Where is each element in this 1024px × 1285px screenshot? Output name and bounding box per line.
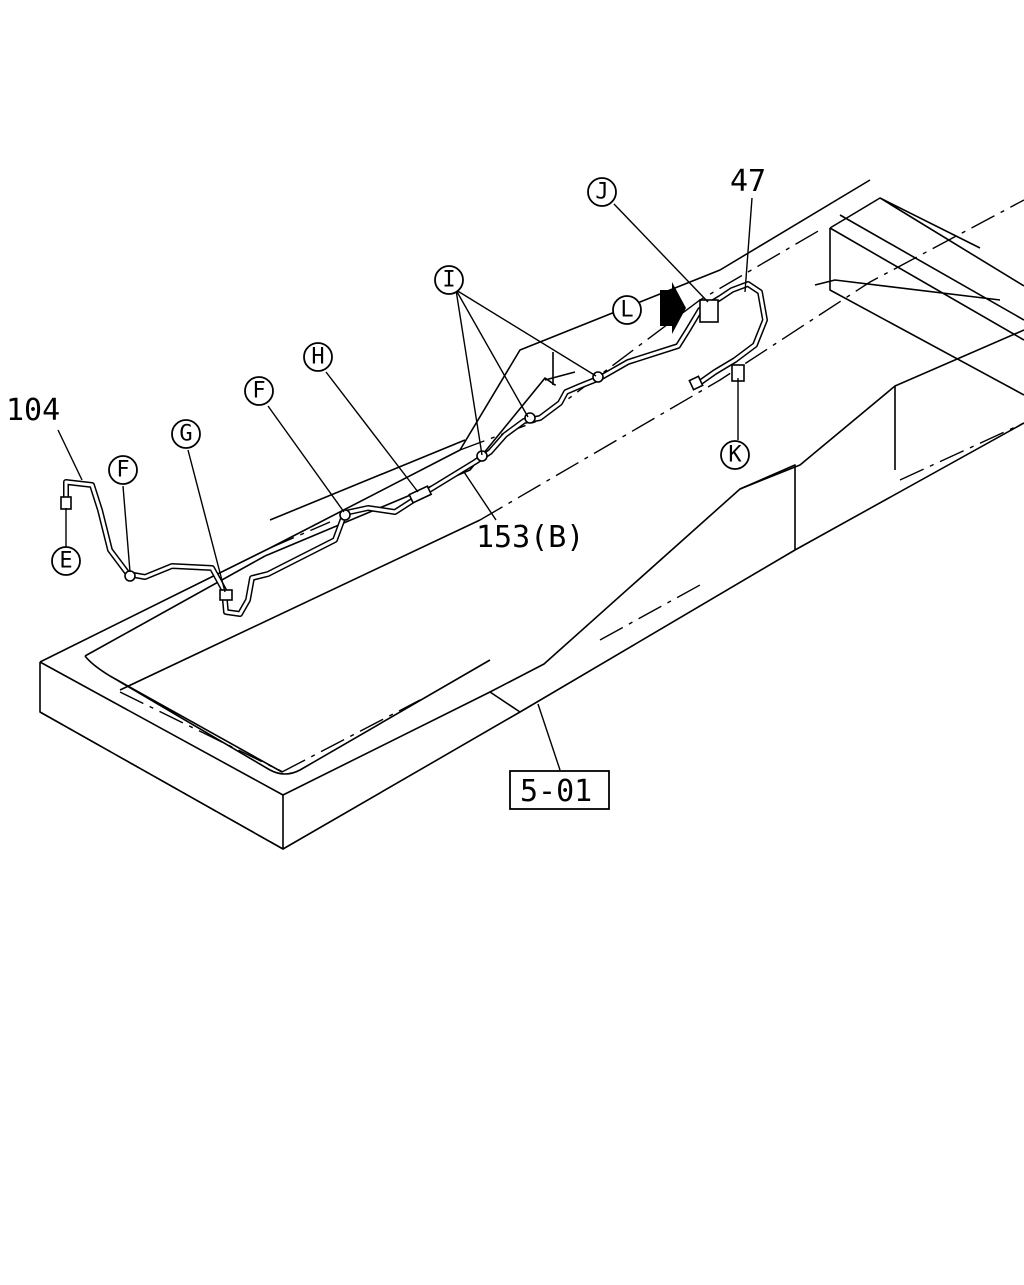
bubble-f-left-label: F xyxy=(116,458,129,483)
bubble-l-circle xyxy=(612,295,642,325)
pipe-end-fitting-e xyxy=(60,496,72,510)
bubble-j-label: J xyxy=(595,180,608,205)
bubble-f-mid-circle xyxy=(244,376,274,406)
brake-pipe xyxy=(60,281,768,617)
connector-h xyxy=(408,485,433,504)
callout-104: 104 xyxy=(6,393,60,428)
frame-hidden-line-3 xyxy=(269,229,821,549)
bubble-i-label: I xyxy=(442,268,455,293)
frame-upper-flange-inner xyxy=(264,377,556,557)
leader-5-01 xyxy=(537,703,561,771)
bubble-g-label: G xyxy=(179,422,192,447)
bubble-i: I xyxy=(434,265,464,295)
bubble-j-circle xyxy=(587,177,617,207)
brake-pipe-outline xyxy=(63,281,768,617)
clip-i-3 xyxy=(592,371,604,383)
bubble-f-left-circle xyxy=(108,455,138,485)
frame-hidden-line-2 xyxy=(281,199,1024,773)
clip-f-mid xyxy=(339,509,351,521)
bracket-j xyxy=(699,299,719,323)
leader-g xyxy=(187,449,226,593)
ref-box-border xyxy=(509,770,610,810)
frame-front-top-edge xyxy=(39,661,284,796)
leader-i xyxy=(455,289,597,456)
bubble-e: E xyxy=(51,546,81,576)
bubble-f-mid-label: F xyxy=(252,379,265,404)
frame-upper-flange xyxy=(269,179,871,549)
frame-rear-step xyxy=(544,352,576,385)
frame-front-inner-flange xyxy=(39,547,491,775)
frame-break-lines xyxy=(489,386,896,713)
bubble-l: L xyxy=(612,295,642,325)
clip-g xyxy=(219,589,233,601)
clip-f-left xyxy=(124,570,136,582)
bubble-l-label: L xyxy=(620,298,633,323)
front-direction-arrow xyxy=(660,282,686,334)
bubble-k-label: K xyxy=(728,443,742,468)
ref-box-5-01: 5-01 xyxy=(509,770,610,810)
bubble-h-circle xyxy=(303,342,333,372)
leader-j xyxy=(613,203,709,303)
ref-box-label: 5-01 xyxy=(520,774,592,809)
bubble-e-circle xyxy=(51,546,81,576)
frame-front-inner-flange-2 xyxy=(84,519,481,691)
leader-153b xyxy=(463,471,497,521)
bubble-h: H xyxy=(303,342,333,372)
bubble-k: K xyxy=(720,440,750,470)
bubble-i-circle xyxy=(434,265,464,295)
bubble-g: G xyxy=(171,419,201,449)
frame-rail xyxy=(39,179,1024,850)
bubble-f-left: F xyxy=(108,455,138,485)
bubble-g-circle xyxy=(171,419,201,449)
leader-f-left xyxy=(122,485,131,573)
leader-104 xyxy=(57,429,83,481)
frame-hidden-line-4 xyxy=(599,422,1024,641)
leader-lines xyxy=(57,197,753,771)
frame-top-outer-edge xyxy=(282,329,1024,796)
bubble-e-label: E xyxy=(59,549,72,574)
bubble-j: J xyxy=(587,177,617,207)
frame-bottom-edge xyxy=(282,422,1024,850)
leader-f-mid xyxy=(267,405,345,513)
bubble-h-label: H xyxy=(311,345,324,370)
callout-47: 47 xyxy=(730,164,766,199)
frame-rear-crossmember xyxy=(814,197,1024,396)
leader-h xyxy=(325,371,419,493)
frame-hidden-line-1 xyxy=(39,691,284,850)
pipe-end-fitting-k xyxy=(688,375,704,391)
bubble-k-circle xyxy=(720,440,750,470)
bubble-f-mid: F xyxy=(244,376,274,406)
leader-47 xyxy=(744,197,753,293)
callout-153b: 153(B) xyxy=(476,520,584,555)
